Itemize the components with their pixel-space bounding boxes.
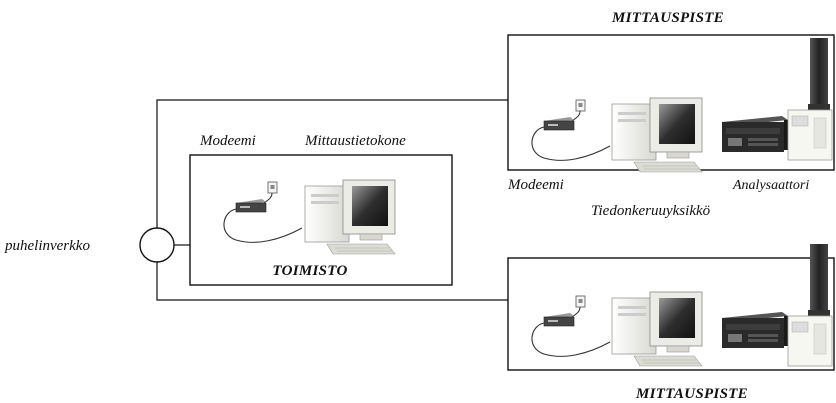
office-modem-label: Modeemi [199, 133, 256, 149]
bottom-computer-icon [611, 291, 703, 367]
bottom-modem-icon [531, 295, 611, 357]
site-logger-label: Tiedonkeruuyksikkö [591, 203, 711, 219]
bottom-site-title: MITTAUSPISTE [635, 386, 748, 402]
top-site-title: MITTAUSPISTE [611, 10, 724, 26]
office-title: TOIMISTO [272, 263, 347, 279]
top-computer-icon [611, 97, 703, 173]
network-label: puhelinverkko [4, 238, 90, 254]
bottom-data-logger-icon [722, 312, 788, 348]
network-line-bottom [156, 262, 508, 301]
top-analyzer-icon [787, 37, 833, 161]
bottom-site-box [507, 257, 835, 371]
bottom-analyzer-icon [787, 243, 833, 367]
top-data-logger-icon [722, 116, 788, 152]
office-computer-icon [304, 179, 396, 255]
site-analyzer-label: Analysaattori [732, 178, 809, 193]
network-node-icon [139, 227, 175, 263]
top-modem-icon [531, 99, 611, 161]
office-modem-icon [223, 181, 303, 243]
office-computer-label: Mittaustietokone [304, 133, 406, 149]
network-line-top [156, 99, 508, 228]
office-box [189, 154, 453, 286]
site-modem-label: Modeemi [507, 177, 564, 193]
